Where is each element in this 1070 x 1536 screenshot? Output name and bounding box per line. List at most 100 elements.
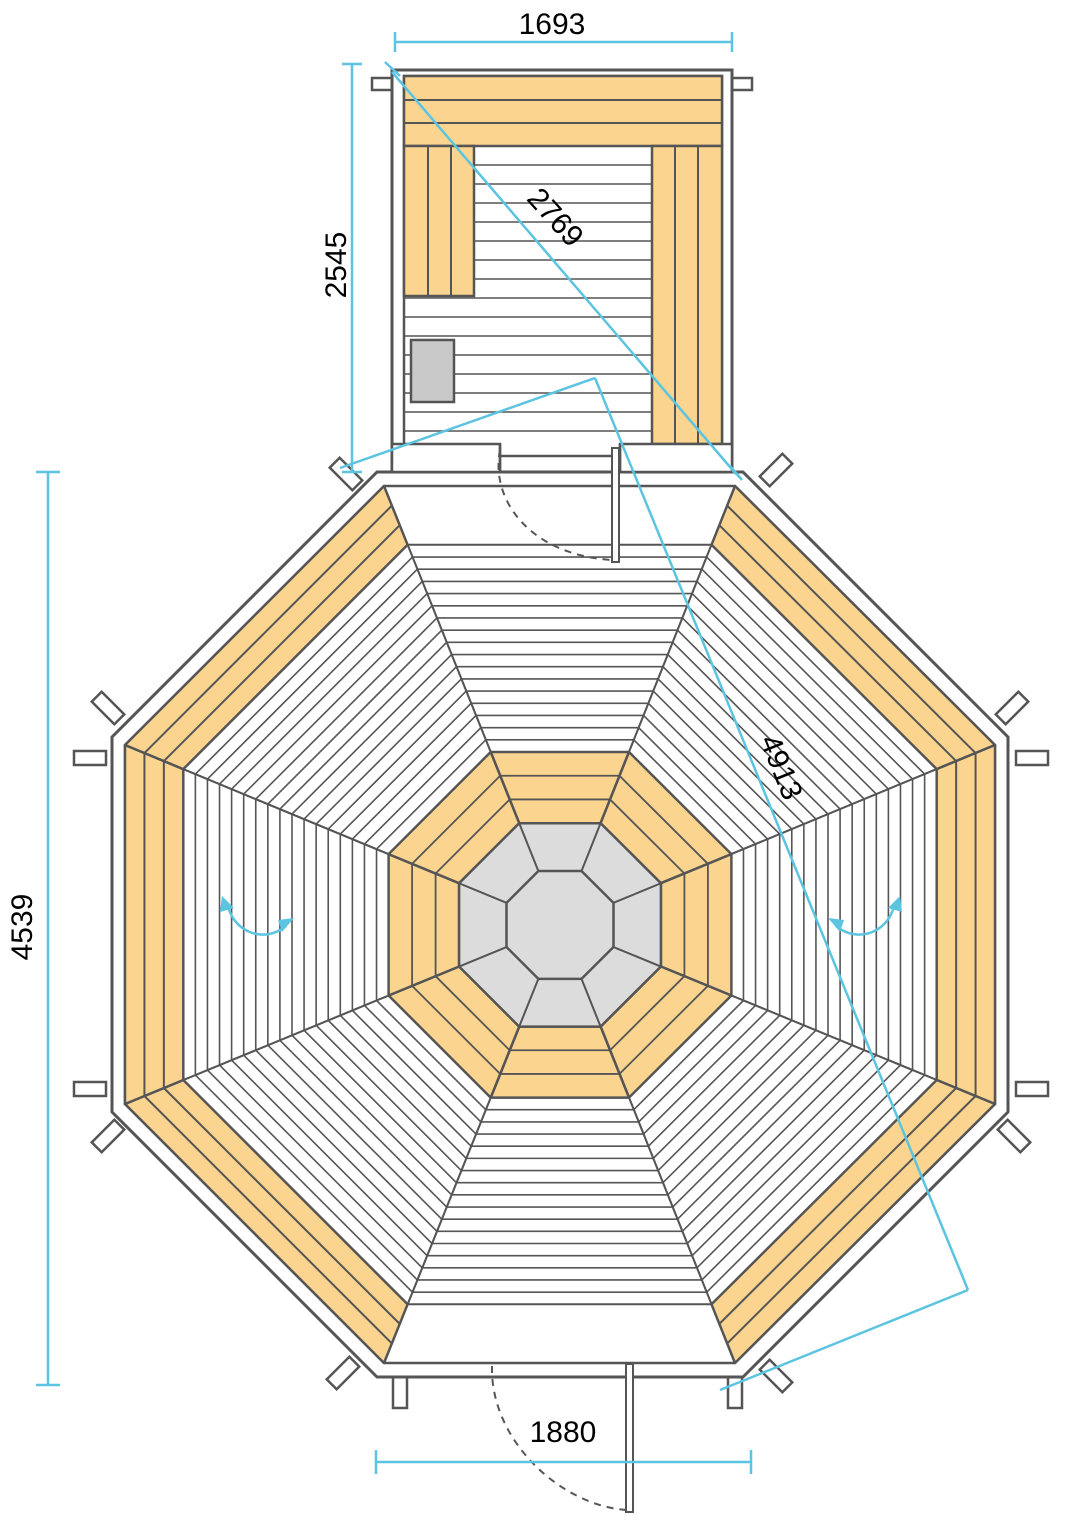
floor-plank	[681, 1049, 865, 1232]
floor-plank	[231, 593, 428, 790]
floor-plank	[706, 1074, 926, 1293]
dimension-sauna-length: 2545	[320, 232, 353, 299]
floor-plank	[696, 1064, 902, 1269]
floor-plank	[633, 999, 745, 1111]
floor-plank	[279, 641, 448, 810]
post	[391, 1374, 409, 1410]
dim-line	[339, 376, 596, 470]
grill-spoke	[518, 978, 540, 1027]
entry-door-leaf	[625, 1363, 634, 1513]
entry-door-swing	[490, 1365, 627, 1511]
floor-plank	[206, 568, 418, 780]
post	[1014, 749, 1050, 767]
floor-plank	[218, 1064, 423, 1269]
sauna-stove	[409, 338, 456, 404]
floor-plank	[363, 1004, 482, 1123]
floor-plank	[243, 605, 433, 795]
floor-plank	[206, 1069, 418, 1281]
dimension-cabin-height: 4539	[6, 894, 39, 961]
arrow-head	[278, 918, 294, 932]
floor-plank	[691, 593, 889, 790]
floor-plank	[339, 702, 472, 835]
table-plank	[609, 798, 686, 875]
grill-center	[505, 869, 615, 981]
floor-plank	[691, 1059, 889, 1257]
floor-plank	[662, 1029, 817, 1184]
floor-plank	[642, 714, 769, 840]
sauna-top-bench	[402, 74, 724, 148]
dim-tick	[729, 465, 743, 481]
post	[757, 451, 795, 489]
post	[324, 1354, 362, 1392]
post-body	[72, 749, 108, 767]
dim-line	[593, 377, 970, 1291]
post-body	[1014, 749, 1050, 767]
post	[1014, 1080, 1050, 1098]
post-body	[1014, 1080, 1050, 1098]
floor-plank	[652, 1019, 793, 1159]
post	[757, 1357, 795, 1395]
post-body	[757, 1357, 795, 1395]
post-body	[391, 1374, 409, 1410]
floor-plank	[339, 1014, 472, 1147]
post	[72, 1080, 108, 1098]
floor-plank	[696, 580, 902, 785]
bench-plank	[726, 1095, 977, 1345]
bench-plank	[143, 1095, 393, 1345]
grill-spoke	[613, 946, 662, 968]
arrow-head	[828, 918, 844, 932]
floor-plank	[303, 666, 458, 820]
table-plank	[618, 985, 709, 1075]
post	[993, 689, 1031, 727]
post-body	[757, 451, 795, 489]
floor-plank	[667, 1034, 829, 1196]
grill-spoke	[518, 822, 540, 872]
floor-plank	[327, 690, 467, 830]
table-plank	[618, 775, 709, 865]
floor-plank	[706, 556, 926, 775]
floor-plank	[375, 999, 487, 1111]
grill-spoke	[613, 882, 662, 904]
dimension-sauna-width: 1693	[519, 8, 586, 41]
floor-plank	[676, 1044, 853, 1220]
sauna-right-bench	[650, 144, 724, 446]
post	[89, 1117, 127, 1155]
grill-spoke	[580, 978, 602, 1027]
dimension-lines	[36, 32, 970, 1474]
table-plank	[609, 975, 686, 1051]
bench-plank	[726, 504, 977, 754]
grill-spoke	[458, 882, 507, 904]
floor-plank	[291, 1034, 453, 1196]
floor-plank	[255, 617, 438, 800]
floor-plank	[315, 1024, 462, 1172]
arrow-head	[888, 896, 902, 912]
floor-plank	[279, 1039, 448, 1208]
floor-plank	[231, 1059, 428, 1257]
octagonal-cabin	[72, 451, 1050, 1410]
bench-plank	[718, 524, 957, 762]
floor-plank	[642, 1009, 769, 1135]
floor-plank	[638, 727, 757, 845]
dim-line	[719, 1288, 969, 1392]
rotation-arrow-right	[828, 896, 902, 936]
bench-plank	[163, 1087, 401, 1325]
floor-plank	[662, 666, 817, 820]
grill-spoke	[580, 822, 602, 872]
floor-plank	[686, 605, 877, 795]
floor-plank	[315, 678, 462, 825]
table-plank	[411, 775, 501, 865]
floor-plank	[327, 1019, 467, 1159]
grill-spoke	[458, 946, 507, 968]
floor-plank	[647, 702, 781, 835]
post	[72, 749, 108, 767]
floor-plank	[686, 1054, 877, 1245]
arrow-curve	[835, 905, 896, 936]
floor-plank	[701, 1069, 914, 1281]
post-body	[324, 1354, 362, 1392]
sauna-door-leaf	[611, 447, 620, 563]
floor-plank	[647, 1014, 781, 1147]
post-body	[993, 689, 1031, 727]
floor-plank	[291, 653, 453, 815]
sauna-door-swing	[497, 449, 613, 561]
